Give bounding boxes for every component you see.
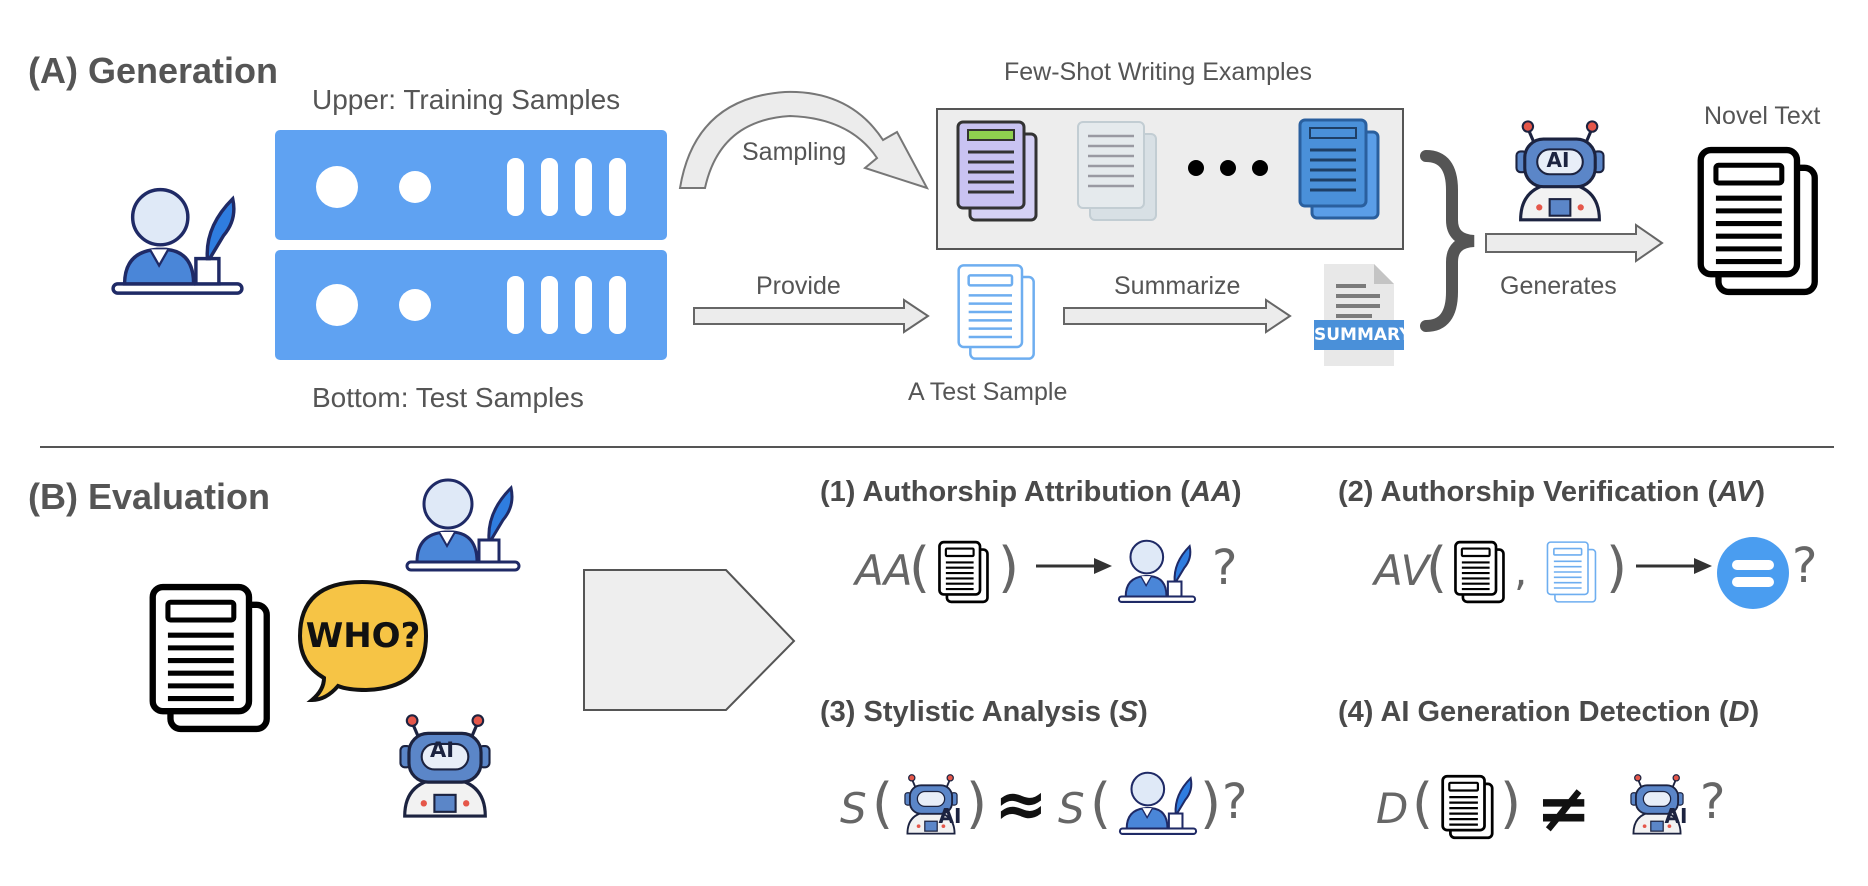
task-av-second-document-icon bbox=[1544, 540, 1600, 604]
evaluation-big-arrow bbox=[583, 569, 796, 711]
generator-robot-icon: AI bbox=[1508, 110, 1612, 224]
task-d-title: (4) AI Generation Detection (D) bbox=[1338, 696, 1760, 728]
task-aa-document-icon bbox=[936, 540, 992, 604]
sampling-label: Sampling bbox=[742, 138, 847, 166]
task-av-function: AV bbox=[1374, 546, 1430, 595]
server-database-icon bbox=[275, 130, 667, 360]
evaluation-section-title: (B) Evaluation bbox=[28, 476, 271, 517]
test-sample-document-icon bbox=[953, 262, 1041, 362]
task-d-close-paren: ) bbox=[1500, 772, 1522, 835]
task-aa-open-paren: ( bbox=[909, 536, 931, 599]
generates-label: Generates bbox=[1500, 272, 1617, 300]
section-divider bbox=[40, 446, 1834, 448]
who-bubble-text: WHO? bbox=[305, 616, 421, 656]
few-shot-examples-panel bbox=[936, 108, 1404, 250]
task-s-function-right: S bbox=[1058, 784, 1085, 833]
task-aa-arrow bbox=[1036, 558, 1112, 574]
provide-arrow bbox=[693, 298, 930, 334]
task-av-title: (2) Authorship Verification (AV) bbox=[1338, 476, 1765, 508]
sampling-arrow bbox=[678, 90, 930, 190]
task-s-close-paren-left: ) bbox=[966, 772, 988, 835]
task-d-document-icon bbox=[1440, 774, 1496, 840]
task-s-person-icon bbox=[1116, 770, 1200, 838]
task-s-open-paren-left: ( bbox=[872, 772, 894, 835]
server-upper-label: Upper: Training Samples bbox=[312, 84, 621, 115]
task-s-robot-icon: AI bbox=[900, 766, 962, 838]
task-s-question: ? bbox=[1222, 774, 1248, 830]
task-s-function-left: S bbox=[840, 784, 867, 833]
task-d-open-paren: ( bbox=[1412, 772, 1434, 835]
novel-text-label: Novel Text bbox=[1704, 102, 1821, 130]
robot-ai-badge: AI bbox=[1547, 148, 1570, 172]
task-s-approx-symbol: ≈ bbox=[994, 768, 1048, 842]
task-aa-question: ? bbox=[1212, 540, 1238, 596]
task-av-comma: , bbox=[1514, 546, 1528, 595]
generation-section-title: (A) Generation bbox=[28, 50, 279, 91]
task-aa-person-icon bbox=[1114, 538, 1200, 606]
task-s-title: (3) Stylistic Analysis (S) bbox=[820, 696, 1148, 728]
summary-document-icon: SUMMARY bbox=[1314, 262, 1412, 368]
task-av-open-paren: ( bbox=[1426, 536, 1448, 599]
generates-arrow bbox=[1485, 223, 1664, 263]
server-lower-label: Bottom: Test Samples bbox=[312, 382, 584, 413]
eval-robot-ai-badge: AI bbox=[430, 738, 454, 762]
task-av-question: ? bbox=[1792, 538, 1818, 594]
few-shot-label: Few-Shot Writing Examples bbox=[1004, 58, 1312, 86]
who-speech-bubble-icon bbox=[297, 579, 429, 703]
summarize-arrow bbox=[1063, 298, 1292, 334]
task-av-equal-icon bbox=[1717, 537, 1789, 609]
test-sample-label: A Test Sample bbox=[908, 378, 1068, 406]
provide-label: Provide bbox=[756, 272, 841, 300]
evaluation-robot-icon: AI bbox=[392, 700, 498, 824]
task-s-open-paren-right: ( bbox=[1090, 772, 1112, 835]
evaluation-person-icon bbox=[400, 476, 526, 576]
summary-badge: SUMMARY bbox=[1314, 320, 1412, 350]
novel-text-document-icon bbox=[1693, 145, 1825, 297]
task-av-first-document-icon bbox=[1452, 540, 1508, 604]
task-s-close-paren-right: ) bbox=[1200, 772, 1222, 835]
task-d-not-equal-symbol: ≠ bbox=[1536, 770, 1592, 847]
task-av-close-paren: ) bbox=[1606, 536, 1628, 599]
writer-person-icon bbox=[105, 185, 250, 300]
evaluation-document-icon bbox=[142, 582, 280, 734]
task-aa-function: AA bbox=[855, 546, 913, 595]
task-d-question: ? bbox=[1700, 774, 1726, 830]
task-av-arrow bbox=[1636, 558, 1712, 574]
summarize-label: Summarize bbox=[1114, 272, 1241, 300]
task-d-robot-ai-badge: AI bbox=[1665, 804, 1688, 828]
task-d-function: D bbox=[1376, 784, 1409, 833]
task-aa-title: (1) Authorship Attribution (AA) bbox=[820, 476, 1242, 508]
combine-brace bbox=[1420, 150, 1475, 332]
task-s-robot-ai-badge: AI bbox=[939, 804, 962, 828]
task-d-robot-icon: AI bbox=[1626, 766, 1688, 838]
task-aa-close-paren: ) bbox=[998, 536, 1020, 599]
